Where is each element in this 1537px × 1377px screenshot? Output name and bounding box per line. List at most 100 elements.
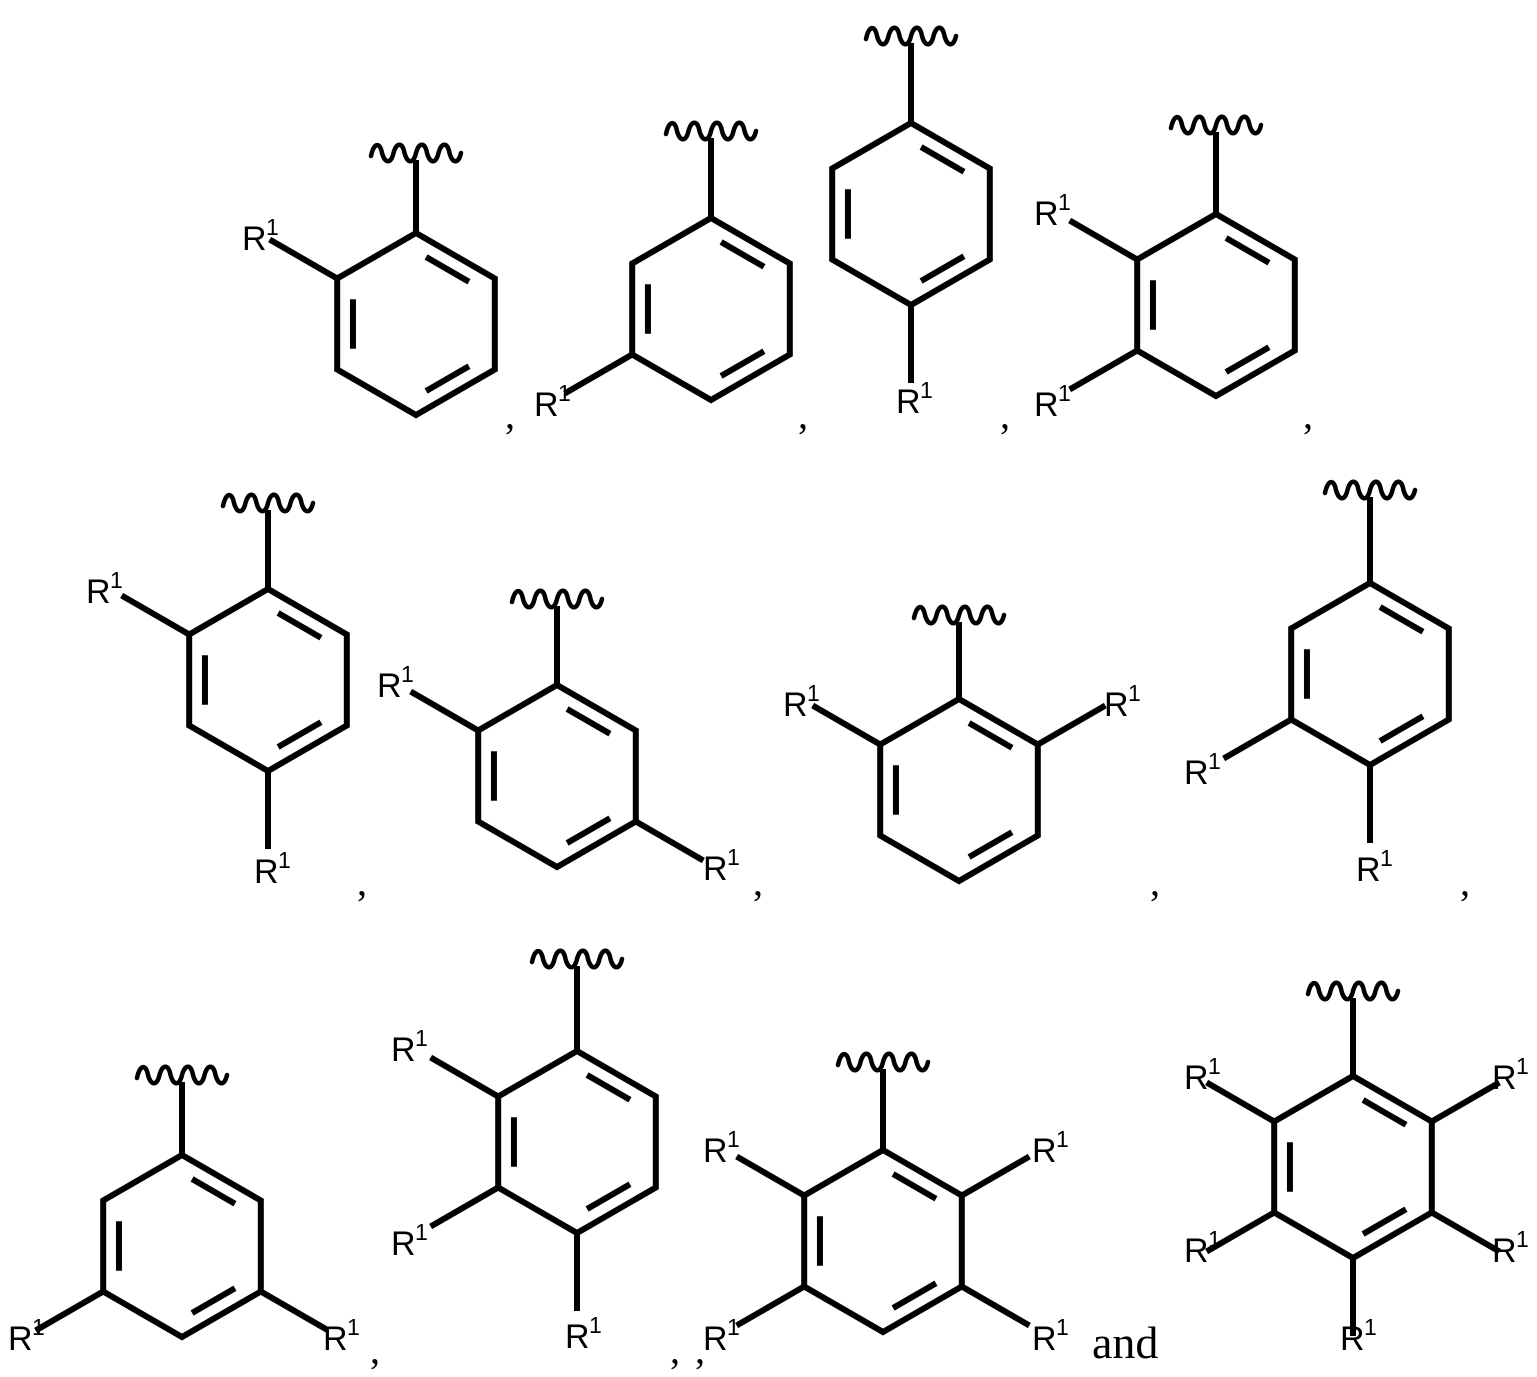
r1-superscript: 1 — [727, 1126, 740, 1152]
wavy-attachment-icon — [509, 588, 605, 610]
double-bond-line — [276, 719, 323, 750]
r1-superscript: 1 — [1364, 1314, 1377, 1340]
list-separator-comma: , — [505, 392, 515, 437]
wavy-attachment-icon — [911, 604, 1007, 626]
r1-label: R — [1034, 386, 1059, 424]
r1-label: R — [896, 383, 921, 421]
benzene-ring — [877, 695, 1041, 885]
double-bond-line — [919, 144, 966, 175]
r1-label: R — [323, 1320, 348, 1358]
substituent-bond-ul — [268, 236, 339, 282]
r1-superscript: 1 — [589, 1312, 602, 1338]
r1-label: R — [1356, 851, 1381, 889]
wavy-attachment-icon — [1168, 114, 1264, 136]
double-bond-line — [276, 610, 323, 641]
r1-label: R — [703, 1320, 728, 1358]
r1-label: R — [1184, 1059, 1209, 1097]
r1-label: R — [783, 686, 808, 724]
double-bond-line — [424, 254, 471, 285]
substituent-bond-lr — [1430, 1209, 1501, 1255]
r1-label: R — [254, 853, 279, 891]
double-bond-line — [967, 829, 1014, 860]
double-bond-line — [585, 1181, 632, 1212]
double-bond-line — [1224, 235, 1271, 266]
r1-label: R — [1492, 1059, 1517, 1097]
r1-label: R — [86, 573, 111, 611]
r1-label: R — [242, 220, 267, 258]
double-bond-line — [1378, 713, 1425, 744]
r1-superscript: 1 — [1128, 680, 1141, 706]
substituent-bond-ur — [1036, 702, 1107, 748]
wavy-attachment-icon — [368, 142, 464, 164]
double-bond-line — [190, 1285, 237, 1316]
r1-label: R — [703, 850, 728, 888]
wavy-attachment-icon — [663, 120, 759, 142]
r1-superscript: 1 — [807, 680, 820, 706]
list-separator-comma: , — [670, 1327, 680, 1372]
r1-superscript: 1 — [1058, 189, 1071, 215]
substituent-bond-ul — [811, 702, 882, 748]
r1-superscript: 1 — [415, 1025, 428, 1051]
r1-label: R — [703, 1132, 728, 1170]
r1-label: R — [1340, 1320, 1365, 1358]
r1-superscript: 1 — [1208, 1053, 1221, 1079]
wavy-attachment-icon — [220, 492, 316, 514]
r1-label: R — [534, 386, 559, 424]
substituent-bond-ul — [1205, 1079, 1276, 1125]
r1-superscript: 1 — [266, 214, 279, 240]
substituent-bond-ul — [429, 1054, 500, 1100]
benzene-ring — [100, 1151, 264, 1341]
wavy-attachment-icon — [835, 1051, 931, 1073]
r1-superscript: 1 — [558, 380, 571, 406]
substituent-bond-ll — [34, 1288, 105, 1334]
substituent-bond-ur — [960, 1153, 1031, 1199]
benzene-ring — [801, 1146, 965, 1336]
double-bond-line — [1361, 1097, 1408, 1128]
r1-label: R — [8, 1320, 33, 1358]
r1-superscript: 1 — [401, 661, 414, 687]
wavy-attachment-icon — [134, 1064, 230, 1086]
r1-superscript: 1 — [347, 1314, 360, 1340]
r1-superscript: 1 — [1056, 1314, 1069, 1340]
r1-superscript: 1 — [1208, 748, 1221, 774]
list-separator-comma: , — [798, 392, 808, 437]
substituent-bond-ul — [735, 1153, 806, 1199]
r1-label: R — [1032, 1320, 1057, 1358]
list-separator-comma: , — [1150, 859, 1160, 904]
r1-label: R — [391, 1225, 416, 1263]
substituent-bond-ll — [1222, 716, 1293, 762]
benzene-ring — [495, 1047, 659, 1237]
double-bond-line — [919, 253, 966, 284]
substituent-bond-ll — [563, 351, 634, 397]
r1-label: R — [1034, 195, 1059, 233]
double-bond-line — [967, 720, 1014, 751]
substituent-bond-ul — [1068, 217, 1139, 263]
benzene-ring — [1271, 1072, 1435, 1262]
substituent-bond-ll — [429, 1184, 500, 1230]
substituent-bond-lr — [960, 1283, 1031, 1329]
list-separator-comma: , — [370, 1327, 380, 1372]
double-bond-line — [1224, 344, 1271, 375]
benzene-ring — [475, 681, 639, 871]
benzene-ring — [629, 214, 793, 404]
wavy-attachment-icon — [863, 25, 959, 47]
r1-label: R — [377, 667, 402, 705]
r1-superscript: 1 — [727, 844, 740, 870]
r1-superscript: 1 — [110, 567, 123, 593]
wavy-attachment-icon — [529, 948, 625, 970]
double-bond-line — [719, 239, 766, 270]
substituent-bond-ul — [120, 592, 191, 638]
substituent-bond-ll — [735, 1283, 806, 1329]
wavy-attachment-icon — [1305, 980, 1401, 1002]
list-separator-comma: , — [1460, 859, 1470, 904]
list-separator-comma: , — [357, 859, 367, 904]
r1-superscript: 1 — [920, 377, 933, 403]
r1-superscript: 1 — [1056, 1126, 1069, 1152]
